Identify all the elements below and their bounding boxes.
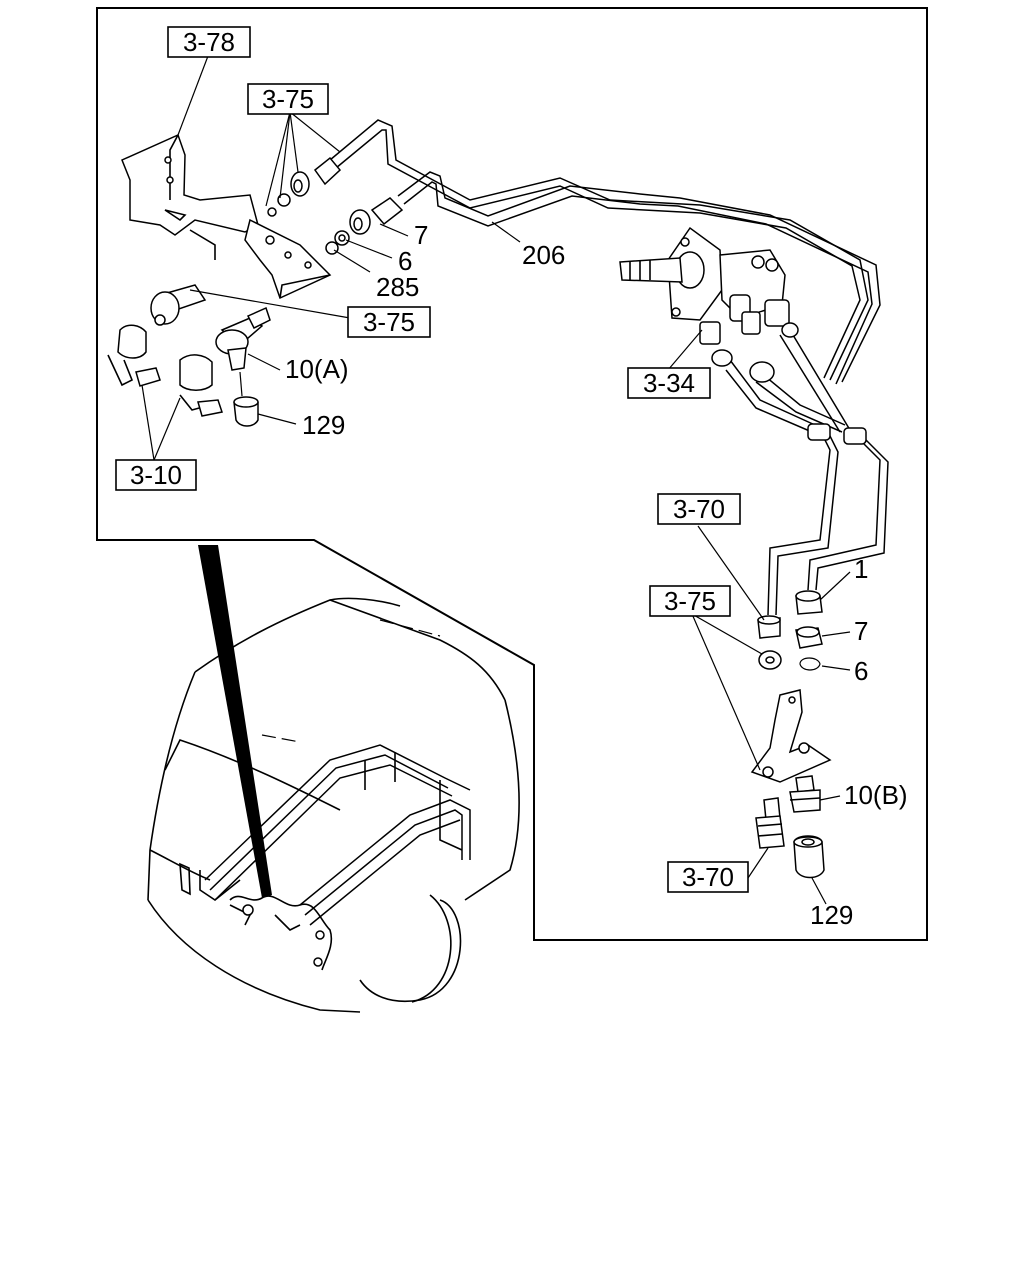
callout-129-top: 129 [302, 410, 345, 440]
leader-lines [141, 55, 851, 905]
ref-box-3-34[interactable]: 3-34 [627, 367, 711, 399]
left-connectors [107, 284, 271, 427]
ref-label-3-75-middle: 3-75 [363, 307, 415, 337]
ref-label-3-75-bottom: 3-75 [664, 586, 716, 616]
callout-10b: 10(B) [844, 780, 908, 810]
ref-box-3-75-top[interactable]: 3-75 [247, 83, 329, 115]
callout-129-bottom: 129 [810, 900, 853, 930]
ref-label-3-10: 3-10 [130, 460, 182, 490]
callout-7-bottom: 7 [854, 616, 868, 646]
ref-box-3-78[interactable]: 3-78 [167, 26, 251, 58]
ref-box-3-70-top[interactable]: 3-70 [657, 493, 741, 525]
ref-box-3-70-bottom[interactable]: 3-70 [667, 861, 749, 893]
lower-right-parts [750, 590, 832, 879]
ref-box-3-75-middle[interactable]: 3-75 [347, 306, 431, 338]
callout-6-top: 6 [398, 246, 412, 276]
ref-label-3-78: 3-78 [183, 27, 235, 57]
vehicle-cab-sketch [147, 597, 520, 1013]
ref-label-3-34: 3-34 [643, 368, 695, 398]
ref-box-3-10[interactable]: 3-10 [115, 459, 197, 491]
mounting-bracket [121, 133, 332, 300]
ref-label-3-70-bottom: 3-70 [682, 862, 734, 892]
location-pointer [198, 545, 272, 898]
ref-label-3-70-top: 3-70 [673, 494, 725, 524]
callout-7-top: 7 [414, 220, 428, 250]
callout-206: 206 [522, 240, 565, 270]
master-cylinder-assembly [619, 226, 799, 383]
callout-6-bottom: 6 [854, 656, 868, 686]
callout-10a: 10(A) [285, 354, 349, 384]
diagram-frame [96, 7, 928, 941]
ref-label-3-75-top: 3-75 [262, 84, 314, 114]
ref-box-3-75-bottom[interactable]: 3-75 [649, 585, 731, 617]
callout-285: 285 [376, 272, 419, 302]
callout-1: 1 [854, 554, 868, 584]
brake-pipes-206 [329, 119, 889, 616]
